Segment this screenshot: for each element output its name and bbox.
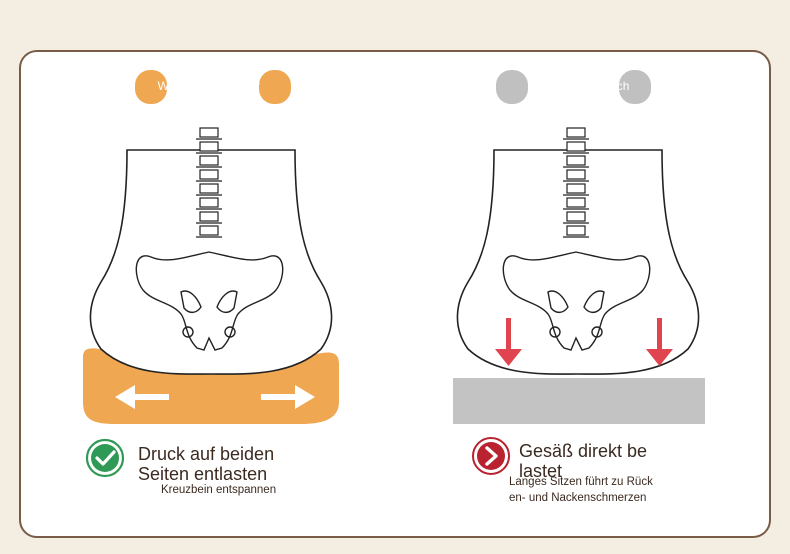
soft-cushion-caption: Weiche Sitzpolster [157, 79, 261, 93]
vertebra [566, 197, 586, 208]
check-circle-icon [85, 438, 125, 478]
outward-arrows [115, 385, 315, 409]
spine [563, 127, 589, 238]
vertebra [199, 211, 219, 222]
vertebra [199, 225, 219, 236]
hard-seat-panel: Harter Sitz auch Gesäß direkt be lastet … [397, 52, 769, 536]
vertebra [199, 155, 219, 166]
vertebra [566, 183, 586, 194]
hard-seat-title: Gesäß direkt be lastet [519, 441, 648, 481]
vertebra [199, 169, 219, 180]
vertebra [566, 225, 586, 236]
vertebra [566, 169, 586, 180]
hard-seat-subtitle: Langes Sitzen führt zu Rück en- und Nack… [509, 476, 653, 504]
soft-cushion-illustration [83, 70, 339, 424]
pelvis [135, 251, 284, 351]
vertebra [199, 197, 219, 208]
hard-seat-illustration [453, 70, 705, 424]
soft-cushion-subtitle: Kreuzbein entspannen [161, 484, 277, 496]
vertebra [199, 127, 219, 138]
vertebra [199, 141, 219, 152]
vertebra [566, 127, 586, 138]
cushion-top-right-blob [259, 70, 291, 104]
cushion-top-left-blob [135, 70, 167, 104]
vertebra [566, 141, 586, 152]
hard-seat-top-right-blob [619, 70, 651, 104]
buttocks-outline [456, 149, 700, 375]
hard-seat-top-left-blob [496, 70, 528, 104]
hard-seat-caption: Harter Sitz auch [540, 79, 630, 93]
soft-cushion-title: Druck auf beiden Seiten entlasten [138, 444, 275, 484]
spine [196, 127, 222, 238]
vertebra [566, 155, 586, 166]
comparison-card: Weiche Sitzpolster Druck auf beiden Seit… [19, 50, 771, 538]
vertebra [199, 183, 219, 194]
vertebra [566, 211, 586, 222]
chevron-circle-icon [472, 437, 510, 475]
buttocks-outline [89, 149, 333, 375]
soft-cushion-panel: Weiche Sitzpolster Druck auf beiden Seit… [21, 52, 397, 536]
pelvis [502, 251, 651, 351]
hard-seat-surface [453, 378, 705, 424]
pressure-arrows [495, 318, 673, 366]
